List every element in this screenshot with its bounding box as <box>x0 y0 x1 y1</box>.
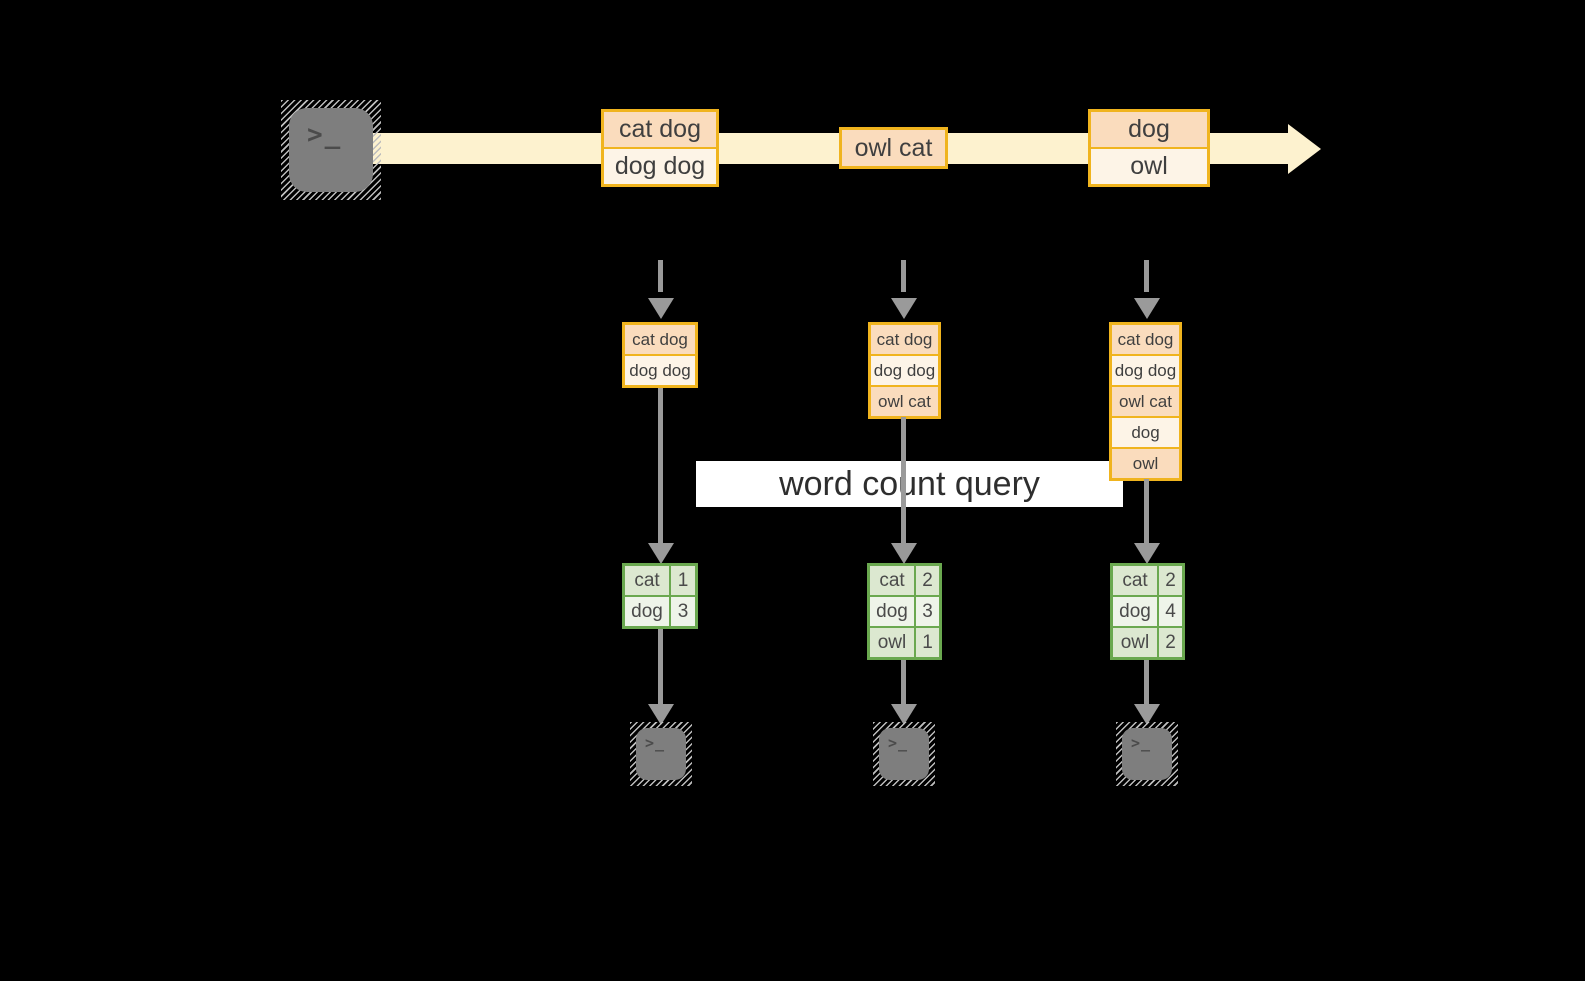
stream-batch-3: dog owl <box>1088 109 1210 187</box>
stream-arrowhead-icon <box>1288 124 1321 174</box>
state-stack-2: cat dog dog dog owl cat <box>868 322 941 419</box>
batch-row: cat dog <box>604 112 716 147</box>
arrow-line <box>901 417 906 544</box>
count-cell: 4 <box>1159 597 1182 626</box>
arrow-down-icon <box>1134 543 1160 564</box>
state-row: dog dog <box>1112 356 1179 385</box>
dashed-arrow-segment <box>901 260 906 292</box>
table-row: owl 1 <box>870 628 939 657</box>
stream-batch-1: cat dog dog dog <box>601 109 719 187</box>
word-cell: cat <box>625 566 669 595</box>
table-row: cat 2 <box>1113 566 1182 595</box>
word-cell: cat <box>1113 566 1157 595</box>
state-row: dog dog <box>871 356 938 385</box>
count-cell: 2 <box>1159 628 1182 657</box>
query-band: word count query <box>696 461 1123 507</box>
arrow-down-icon <box>891 543 917 564</box>
arrow-line <box>1144 660 1149 706</box>
stream-batch-2: owl cat <box>839 127 948 169</box>
batch-row: owl cat <box>842 130 945 166</box>
arrow-down-icon <box>891 298 917 319</box>
terminal-screen: >_ <box>289 108 373 192</box>
batch-row: dog <box>1091 112 1207 147</box>
state-row: cat dog <box>871 325 938 354</box>
count-cell: 3 <box>916 597 939 626</box>
state-row: owl cat <box>871 387 938 416</box>
terminal-screen: >_ <box>636 728 686 780</box>
arrow-down-icon <box>1134 298 1160 319</box>
terminal-prompt-icon: >_ <box>1131 734 1152 752</box>
word-cell: dog <box>625 597 669 626</box>
table-row: cat 1 <box>625 566 695 595</box>
arrow-line <box>1144 479 1149 544</box>
state-stack-3: cat dog dog dog owl cat dog owl <box>1109 322 1182 481</box>
table-row: cat 2 <box>870 566 939 595</box>
count-cell: 2 <box>1159 566 1182 595</box>
arrow-down-icon <box>648 298 674 319</box>
count-cell: 3 <box>671 597 695 626</box>
word-cell: owl <box>870 628 914 657</box>
terminal-screen: >_ <box>879 728 929 780</box>
arrow-line <box>658 629 663 706</box>
word-cell: dog <box>1113 597 1157 626</box>
count-cell: 1 <box>916 628 939 657</box>
state-row: owl <box>1112 449 1179 478</box>
state-stack-1: cat dog dog dog <box>622 322 698 388</box>
arrow-line <box>901 660 906 706</box>
sink-terminal-icon: >_ <box>873 722 935 786</box>
batch-row: owl <box>1091 149 1207 184</box>
terminal-prompt-icon: >_ <box>307 120 343 150</box>
sink-terminal-icon: >_ <box>630 722 692 786</box>
arrow-down-icon <box>648 543 674 564</box>
state-row: dog <box>1112 418 1179 447</box>
arrow-down-icon <box>648 704 674 725</box>
sink-terminal-icon: >_ <box>1116 722 1178 786</box>
source-terminal-icon: >_ <box>281 100 381 200</box>
count-cell: 1 <box>671 566 695 595</box>
count-cell: 2 <box>916 566 939 595</box>
terminal-prompt-icon: >_ <box>888 734 909 752</box>
table-row: owl 2 <box>1113 628 1182 657</box>
word-cell: cat <box>870 566 914 595</box>
state-row: owl cat <box>1112 387 1179 416</box>
terminal-prompt-icon: >_ <box>645 734 666 752</box>
table-row: dog 3 <box>625 597 695 626</box>
word-cell: owl <box>1113 628 1157 657</box>
batch-row: dog dog <box>604 149 716 184</box>
query-label: word count query <box>779 464 1040 503</box>
dashed-arrow-segment <box>658 260 663 292</box>
dashed-arrow-segment <box>1144 260 1149 292</box>
arrow-down-icon <box>1134 704 1160 725</box>
arrow-line <box>658 386 663 544</box>
count-table-2: cat 2 dog 3 owl 1 <box>867 563 942 660</box>
table-row: dog 3 <box>870 597 939 626</box>
terminal-screen: >_ <box>1122 728 1172 780</box>
state-row: cat dog <box>1112 325 1179 354</box>
count-table-1: cat 1 dog 3 <box>622 563 698 629</box>
count-table-3: cat 2 dog 4 owl 2 <box>1110 563 1185 660</box>
state-row: cat dog <box>625 325 695 354</box>
state-row: dog dog <box>625 356 695 385</box>
arrow-down-icon <box>891 704 917 725</box>
word-cell: dog <box>870 597 914 626</box>
table-row: dog 4 <box>1113 597 1182 626</box>
